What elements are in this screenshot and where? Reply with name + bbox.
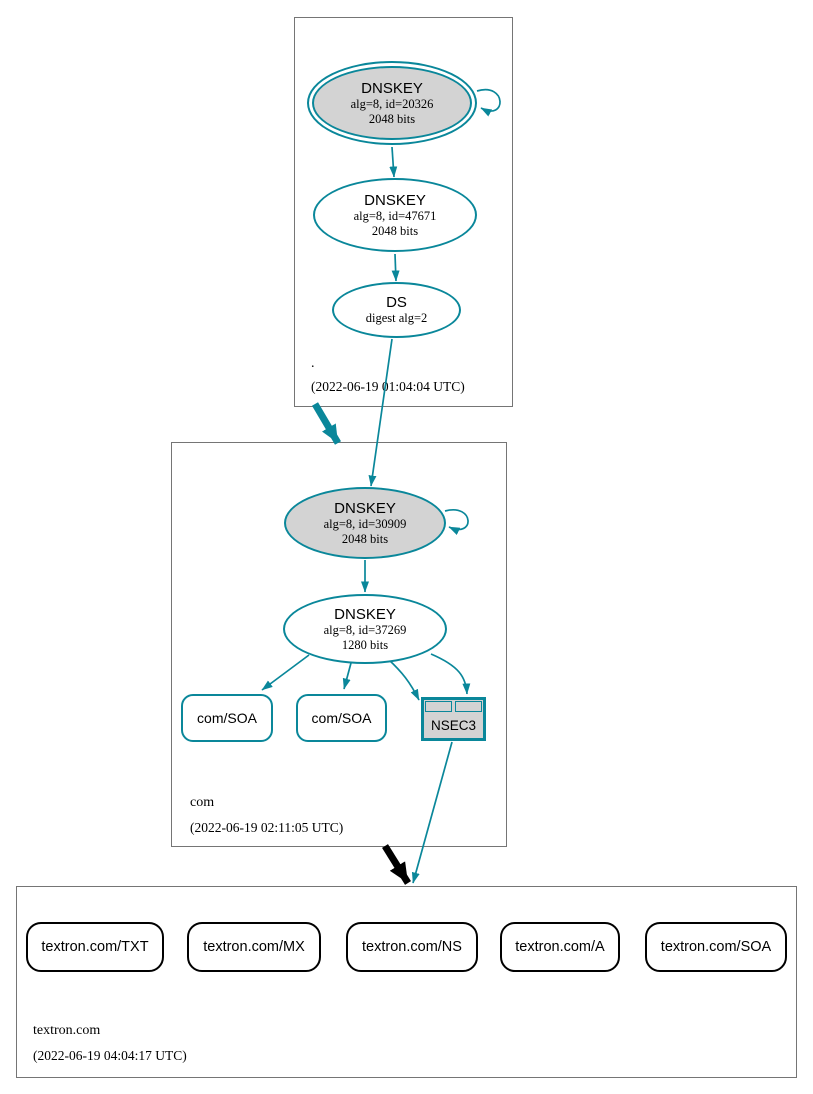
edge-com-zsk-to-nsec3-right (430, 653, 471, 695)
node-detail: alg=8, id=37269 (323, 622, 407, 637)
node-textron-soa[interactable]: textron.com/SOA (645, 922, 787, 972)
zone-name-textron: textron.com (33, 1023, 101, 1038)
edge-com-zsk-to-soa1 (261, 654, 310, 691)
node-bits: 2048 bits (341, 531, 389, 546)
node-label: textron.com/TXT (41, 939, 149, 955)
node-title: DNSKEY (334, 499, 396, 517)
edge-com-zsk-to-soa2 (342, 662, 352, 690)
nsec3-cell-right (455, 701, 482, 712)
edge-root-delegation-to-com (311, 402, 342, 445)
node-bits: 1280 bits (341, 637, 389, 652)
edge-nsec3-to-textron (411, 741, 453, 884)
edge-root-ksk-self-sign (476, 88, 501, 117)
node-title: DS (386, 294, 407, 311)
edge-ds-to-com-ksk (368, 338, 393, 487)
nsec3-record-cells (424, 700, 483, 712)
node-label: textron.com/NS (362, 939, 462, 955)
edge-com-ksk-self-sign (444, 508, 469, 536)
zone-timestamp-root: (2022-06-19 01:04:04 UTC) (311, 379, 465, 394)
node-title: DNSKEY (364, 191, 426, 209)
node-detail: alg=8, id=30909 (323, 516, 407, 531)
zone-timestamp-com: (2022-06-19 02:11:05 UTC) (190, 820, 344, 835)
node-label: com/SOA (197, 710, 257, 726)
zone-name-root: . (311, 356, 315, 371)
node-label: NSEC3 (430, 717, 476, 733)
node-com-ksk-dnskey[interactable]: DNSKEY alg=8, id=30909 2048 bits (284, 487, 446, 559)
node-bits: 2048 bits (371, 223, 419, 238)
node-title: DNSKEY (361, 79, 423, 97)
nsec3-cell-left (425, 701, 452, 712)
node-label: com/SOA (311, 710, 372, 726)
node-root-ds[interactable]: DS digest alg=2 (332, 282, 461, 338)
edge-com-delegation-to-textron (382, 844, 411, 885)
node-textron-txt[interactable]: textron.com/TXT (26, 922, 164, 972)
node-root-ksk-inner-ring: DNSKEY alg=8, id=20326 2048 bits (312, 66, 472, 140)
zone-box-com: com (2022-06-19 02:11:05 UTC) (171, 442, 507, 847)
edge-root-zsk-to-ds (391, 253, 400, 282)
zone-box-root: . (2022-06-19 01:04:04 UTC) (294, 17, 513, 407)
node-detail: alg=8, id=47671 (353, 208, 437, 223)
node-label: textron.com/A (515, 939, 605, 955)
node-bits: 2048 bits (368, 111, 416, 126)
node-label: textron.com/MX (203, 939, 305, 955)
node-title: DNSKEY (334, 605, 396, 623)
node-com-soa-2[interactable]: com/SOA (296, 694, 387, 742)
node-com-nsec3[interactable]: NSEC3 (421, 697, 486, 741)
node-com-soa-1[interactable]: com/SOA (181, 694, 273, 742)
zone-name-com: com (190, 795, 215, 810)
node-label: textron.com/SOA (660, 939, 772, 955)
node-detail: alg=8, id=20326 (350, 96, 434, 111)
node-detail: digest alg=2 (365, 311, 428, 326)
zone-box-textron: textron.com (2022-06-19 04:04:17 UTC) (16, 886, 797, 1078)
zone-timestamp-textron: (2022-06-19 04:04:17 UTC) (33, 1048, 187, 1063)
node-root-zsk-dnskey[interactable]: DNSKEY alg=8, id=47671 2048 bits (313, 178, 477, 252)
node-textron-ns[interactable]: textron.com/NS (346, 922, 478, 972)
node-root-ksk-dnskey[interactable]: DNSKEY alg=8, id=20326 2048 bits (307, 61, 477, 145)
node-com-zsk-dnskey[interactable]: DNSKEY alg=8, id=37269 1280 bits (283, 594, 447, 664)
edge-root-ksk-to-zsk (389, 146, 398, 178)
node-textron-mx[interactable]: textron.com/MX (187, 922, 321, 972)
edge-com-zsk-to-nsec3-left (387, 658, 420, 701)
node-textron-a[interactable]: textron.com/A (500, 922, 620, 972)
